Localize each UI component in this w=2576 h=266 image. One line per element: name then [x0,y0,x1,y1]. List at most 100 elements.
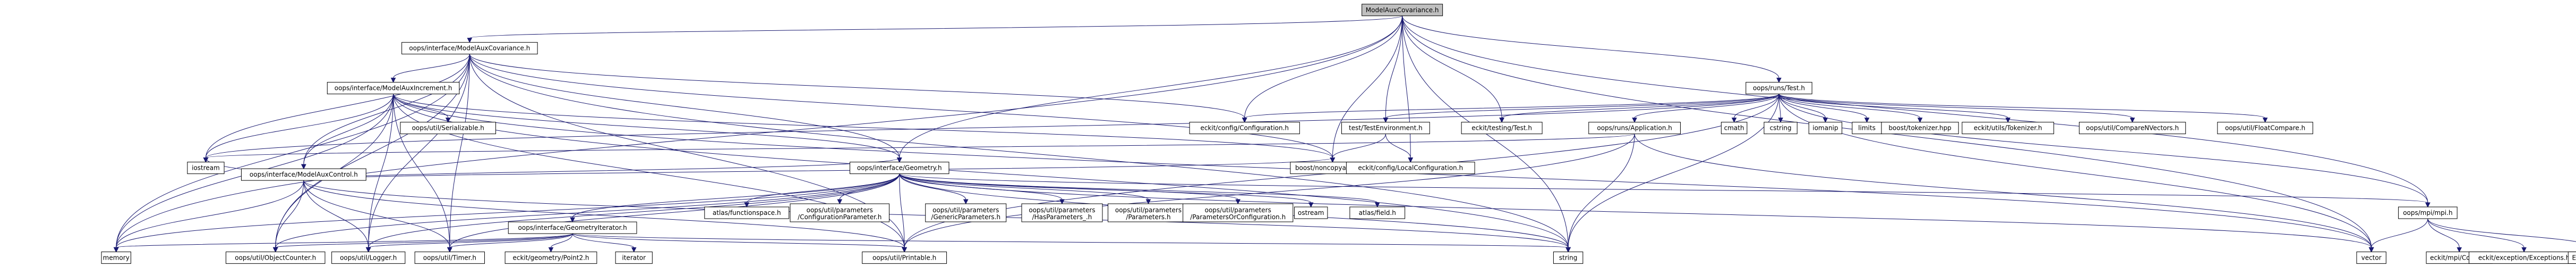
node-oops-interface-geometry-h[interactable]: oops/interface/Geometry.h [850,162,949,174]
node-oops-util-parameters-configurationparameter-h[interactable]: oops/util/parameters/ConfigurationParame… [790,203,889,222]
node-label: ostream [1298,209,1324,217]
edge [303,94,394,165]
edge [275,173,900,248]
edge [368,173,900,248]
edge [1385,94,1779,119]
node-box [508,221,637,234]
node-label: oops/interface/ModelAuxIncrement.h [335,85,452,92]
node-label: eckit/config/Configuration.h [1200,124,1289,132]
node-memory[interactable]: memory [101,251,131,264]
node-limits[interactable]: limits [1852,122,1882,135]
node-iterator[interactable]: iterator [615,251,653,264]
node-label: oops/interface/Geometry.h [857,164,942,172]
edge [904,134,1635,248]
edge [572,233,635,248]
node-atlas-field-h[interactable]: atlas/field.h [1349,206,1406,219]
edge [469,54,1245,118]
node-eckit-config-configuration-h[interactable]: eckit/config/Configuration.h [1189,122,1300,135]
node-oops-util-objectcounter-h[interactable]: oops/util/ObjectCounter.h [226,251,326,264]
edge-arrowhead [1242,118,1247,123]
node-box [1362,4,1443,16]
node-eckit-geometry-point2-h[interactable]: eckit/geometry/Point2.h [504,251,597,264]
node-oops-util-parameters-hasparameters-h[interactable]: oops/util/parameters/HasParameters_.h [1021,203,1103,222]
node-oops-util-logger-h[interactable]: oops/util/Logger.h [331,251,406,264]
node-atlas-functionspace-h[interactable]: atlas/functionspace.h [704,206,790,219]
node-oops-interface-geometryiterator-h[interactable]: oops/interface/GeometryIterator.h [508,221,637,234]
node-iostream[interactable]: iostream [187,162,225,174]
node-eckit-config-localconfiguration-h[interactable]: eckit/config/LocalConfiguration.h [1346,162,1475,174]
node-oops-interface-modelauxcovariance-h[interactable]: oops/interface/ModelAuxCovariance.h [401,42,538,55]
edge-arrowhead [301,164,306,170]
node-oops-runs-application-h[interactable]: oops/runs/Application.h [1588,122,1681,135]
node-oops-util-parameters-parametersorconfiguration-h[interactable]: oops/util/parameters/ParametersOrConfigu… [1183,203,1294,222]
node-box [400,122,497,135]
node-oops-util-comparenvectors-h[interactable]: oops/util/CompareNVectors.h [2078,122,2186,135]
node-box [1021,203,1103,222]
edge [1402,15,1502,118]
edge [303,157,1333,181]
node-ostream[interactable]: ostream [1294,206,1328,219]
node-label: oops/util/parameters [1205,206,1271,214]
edge [899,173,966,200]
node-label: oops/runs/Application.h [1597,124,1672,132]
edge-arrowhead [1778,118,1783,123]
edge [572,233,905,248]
edge [303,157,900,181]
node-iomanip[interactable]: iomanip [1808,122,1843,135]
node-eigen-dense[interactable]: Eigen/Dense [2568,251,2576,264]
node-vector[interactable]: vector [2356,251,2386,264]
edge-arrowhead [1565,247,1571,253]
node-label: eckit/geometry/Point2.h [512,254,589,261]
node-eckit-utils-tokenizer-h[interactable]: eckit/utils/Tokenizer.h [1962,122,2055,135]
node-label: limits [1858,124,1876,132]
node-label: oops/util/parameters [807,206,873,214]
node-string[interactable]: string [1553,251,1584,264]
node-cmath[interactable]: cmath [1721,122,1748,135]
edge [899,173,1149,200]
node-label: oops/interface/ModelAuxControl.h [250,171,358,178]
node-oops-util-parameters-parameters-h[interactable]: oops/util/parameters/Parameters.h [1108,203,1189,222]
node-eckit-testing-test-h[interactable]: eckit/testing/Test.h [1461,122,1543,135]
node-label: oops/mpi/mpi.h [2403,209,2452,217]
node-oops-interface-modelauxcontrol-h[interactable]: oops/interface/ModelAuxControl.h [241,168,366,181]
node-label: oops/util/CompareNVectors.h [2086,124,2179,132]
node-cstring[interactable]: cstring [1764,122,1798,135]
node-label: /ConfigurationParameter.h [798,213,882,221]
node-boost-tokenizer-hpp[interactable]: boost/tokenizer.hpp [1881,122,1959,135]
node-label: iterator [622,254,646,261]
node-box [1764,122,1798,135]
node-box [504,251,597,264]
edge [551,234,573,248]
edge [1634,94,1779,119]
node-box [1346,162,1475,174]
node-oops-interface-modelauxincrement-h[interactable]: oops/interface/ModelAuxIncrement.h [327,82,460,95]
edge [368,233,573,248]
node-label: eckit/config/LocalConfiguration.h [1358,164,1463,172]
edge [899,173,2372,248]
node-oops-util-printable-h[interactable]: oops/util/Printable.h [862,251,947,264]
node-oops-util-parameters-genericparameters-h[interactable]: oops/util/parameters/GenericParameters.h [925,203,1007,222]
edge [303,180,450,248]
node-oops-mpi-mpi-h[interactable]: oops/mpi/mpi.h [2398,206,2458,219]
edge-arrowhead [1917,118,1923,123]
node-eckit-exception-exceptions-h[interactable]: eckit/exception/Exceptions.h [2469,251,2576,264]
node-label: /GenericParameters.h [931,213,1000,221]
node-test-testenvironment-h[interactable]: test/TestEnvironment.h [1341,122,1430,135]
node-label: atlas/field.h [1359,209,1396,217]
node-oops-util-timer-h[interactable]: oops/util/Timer.h [414,251,485,264]
edge [275,233,573,248]
edge-arrowhead [203,157,209,163]
edge [1568,134,1635,248]
edge-arrowhead [631,247,637,253]
node-box [401,42,538,55]
node-label: ModelAuxCovariance.h [1366,6,1439,14]
edge [393,54,470,78]
node-oops-util-serializable-h[interactable]: oops/util/Serializable.h [400,122,497,135]
edge-arrowhead [272,247,278,253]
node-label: iomanip [1812,124,1838,132]
edge [1332,134,1386,158]
node-oops-util-floatcompare-h[interactable]: oops/util/FloatCompare.h [2217,122,2313,135]
edge-arrowhead [2005,118,2011,123]
node-oops-runs-test-h[interactable]: oops/runs/Test.h [1745,82,1812,95]
edge [1244,15,1403,118]
